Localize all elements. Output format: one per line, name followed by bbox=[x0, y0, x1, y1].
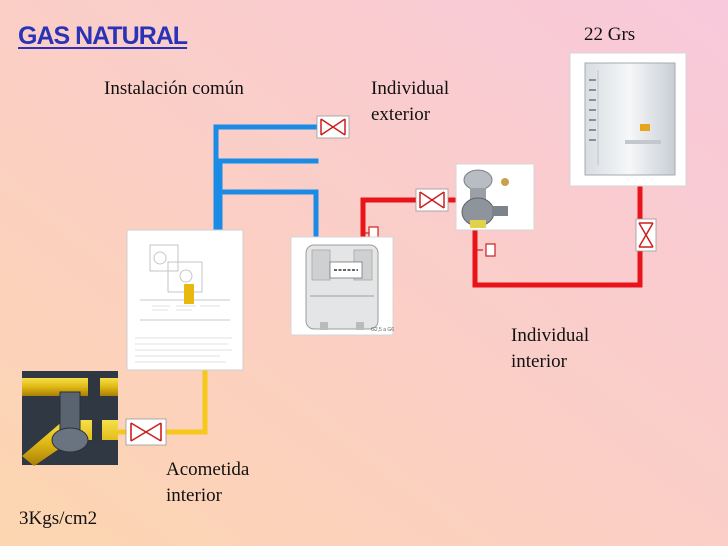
supply-pressure-label: 22 Grs bbox=[584, 24, 636, 45]
acometida-line1: Acometida bbox=[166, 459, 250, 480]
source-pressure-label: 3Kgs/cm2 bbox=[19, 508, 98, 529]
valve-exterior-top bbox=[316, 115, 350, 139]
gas-boiler bbox=[569, 52, 687, 187]
individual-exterior-label: Individual exterior bbox=[371, 76, 449, 128]
individual-interior-label: Individual interior bbox=[511, 323, 589, 375]
page-title: GAS NATURAL bbox=[18, 22, 188, 50]
meter-model-label: G2,5 a G6 bbox=[371, 327, 394, 333]
valve-acometida bbox=[125, 418, 167, 446]
blue-branch-to-meter bbox=[217, 189, 319, 240]
individual-interior-line1: Individual bbox=[511, 325, 590, 346]
individual-exterior-line1: Individual bbox=[371, 78, 450, 99]
acometida-pipe-photo bbox=[22, 371, 118, 466]
acometida-line2: interior bbox=[166, 485, 222, 506]
regulator-schematic bbox=[126, 229, 244, 371]
individual-interior-line2: interior bbox=[511, 351, 567, 372]
individual-exterior-line2: exterior bbox=[371, 104, 431, 125]
valve-individual-exterior bbox=[415, 188, 449, 212]
acometida-label: Acometida interior bbox=[166, 457, 249, 509]
valve-boiler bbox=[635, 218, 657, 252]
tap-fitting-red-interior bbox=[477, 243, 496, 257]
gas-meter: G2,5 a G6 bbox=[290, 236, 394, 336]
pressure-regulator bbox=[455, 163, 535, 231]
common-installation-label: Instalación común bbox=[104, 78, 244, 99]
